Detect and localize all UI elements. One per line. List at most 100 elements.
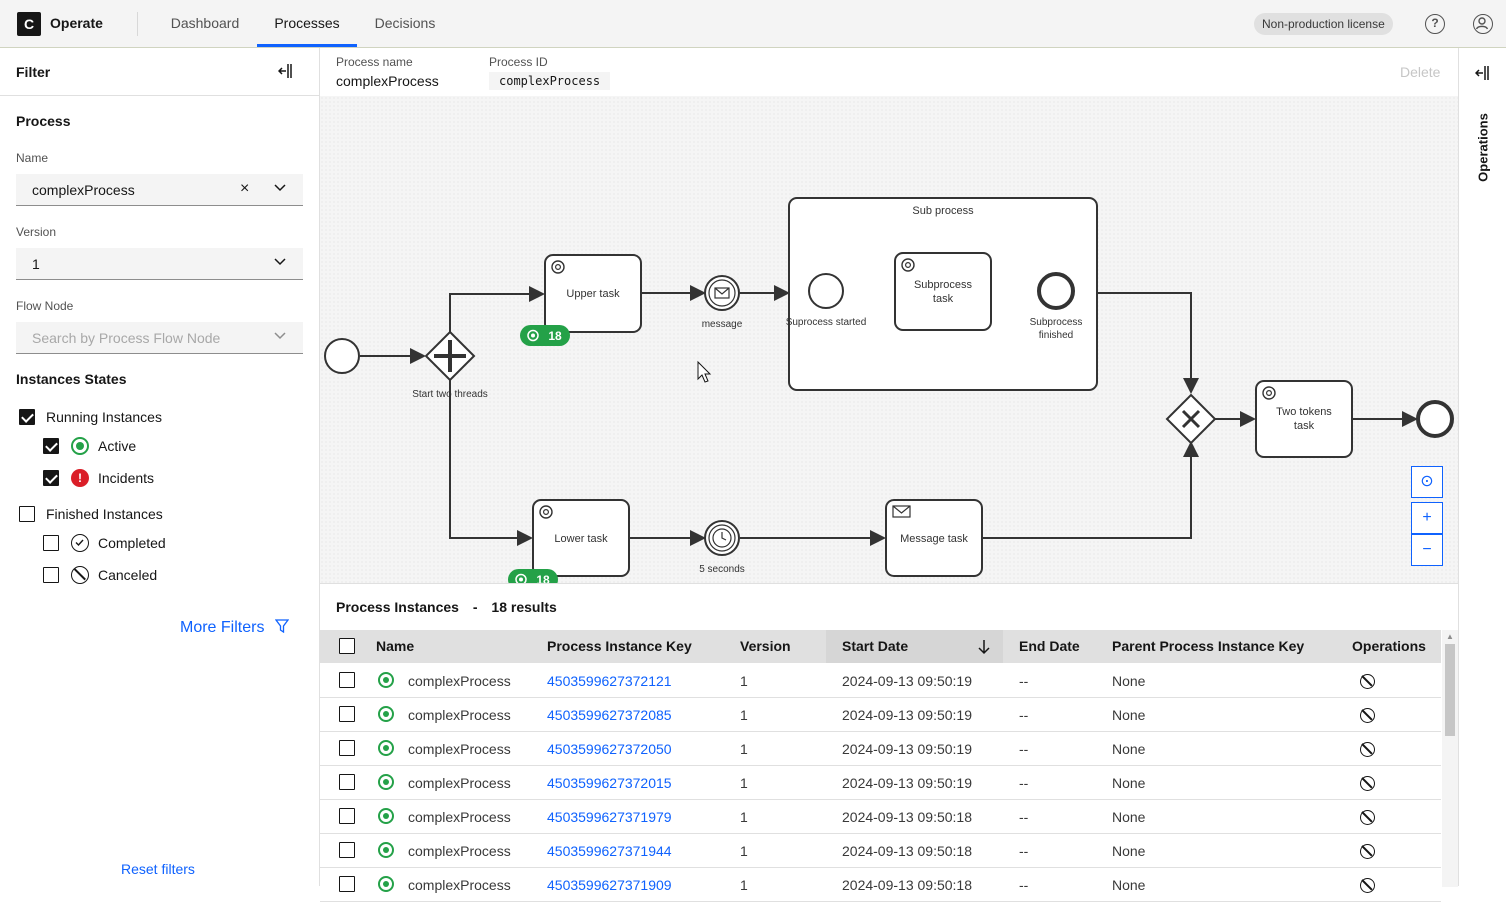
- filter-panel: Filter Process Name complexProcess × Ver…: [0, 48, 320, 886]
- running-instances-label[interactable]: Running Instances: [46, 409, 162, 425]
- nav-tab-processes[interactable]: Processes: [257, 0, 357, 47]
- row-parent-key: None: [1112, 673, 1146, 689]
- row-parent-key: None: [1112, 843, 1146, 859]
- row-checkbox[interactable]: [339, 740, 355, 756]
- start-event: [324, 338, 360, 374]
- help-icon[interactable]: ?: [1425, 14, 1445, 34]
- sequence-flow: [1097, 292, 1199, 394]
- row-checkbox[interactable]: [339, 876, 355, 892]
- clear-icon[interactable]: ×: [240, 180, 250, 197]
- reset-filters-button[interactable]: Reset filters: [121, 861, 195, 877]
- mouse-cursor-icon: [697, 360, 712, 383]
- col-header-operations: Operations: [1352, 638, 1426, 654]
- nav-tab-dashboard[interactable]: Dashboard: [170, 15, 240, 31]
- sequence-flow: [449, 380, 533, 546]
- row-instance-key-link[interactable]: 4503599627372015: [547, 775, 672, 791]
- nav-tab-decisions[interactable]: Decisions: [374, 15, 436, 31]
- cancel-instance-icon[interactable]: [1360, 742, 1375, 757]
- subprocess-end-label-1: Subprocess: [1030, 317, 1083, 328]
- scrollbar-thumb[interactable]: [1445, 644, 1455, 736]
- instance-states-title: Instances States: [16, 371, 127, 387]
- table-scrollbar[interactable]: ▲: [1442, 630, 1458, 887]
- version-select[interactable]: 1: [16, 248, 303, 280]
- subprocess-title: Sub process: [912, 205, 974, 217]
- filter-title: Filter: [16, 64, 51, 80]
- col-header-version[interactable]: Version: [740, 638, 791, 654]
- message-event: [704, 275, 740, 311]
- cancel-instance-icon[interactable]: [1360, 844, 1375, 859]
- active-state-icon: [71, 437, 89, 455]
- sort-descending-icon[interactable]: [977, 639, 991, 655]
- col-header-name[interactable]: Name: [376, 638, 415, 654]
- row-instance-key-link[interactable]: 4503599627372085: [547, 707, 672, 723]
- sequence-flow: [982, 441, 1199, 539]
- zoom-reset-button[interactable]: ⊙: [1411, 466, 1443, 498]
- active-label[interactable]: Active: [98, 438, 137, 454]
- zoom-in-button[interactable]: +: [1411, 502, 1443, 534]
- canceled-state-icon: [71, 566, 89, 584]
- row-checkbox[interactable]: [339, 672, 355, 688]
- filter-header: Filter: [0, 48, 319, 96]
- row-checkbox[interactable]: [339, 808, 355, 824]
- license-badge[interactable]: Non-production license: [1254, 13, 1393, 35]
- col-header-parent-key[interactable]: Parent Process Instance Key: [1112, 638, 1305, 654]
- collapse-panel-icon[interactable]: [277, 62, 298, 82]
- row-instance-key-link[interactable]: 4503599627371979: [547, 809, 672, 825]
- select-all-checkbox[interactable]: [339, 638, 355, 654]
- incident-state-icon: !: [71, 469, 89, 487]
- col-header-instance-key[interactable]: Process Instance Key: [547, 638, 692, 654]
- app-name[interactable]: Operate: [50, 15, 103, 31]
- row-checkbox[interactable]: [339, 842, 355, 858]
- user-icon[interactable]: [1473, 14, 1493, 34]
- row-parent-key: None: [1112, 707, 1146, 723]
- cancel-instance-icon[interactable]: [1360, 776, 1375, 791]
- more-filters-button[interactable]: More Filters: [180, 619, 290, 637]
- finished-instances-checkbox[interactable]: [19, 506, 35, 522]
- canceled-label[interactable]: Canceled: [98, 567, 158, 583]
- incidents-label[interactable]: Incidents: [98, 470, 155, 486]
- cancel-instance-icon[interactable]: [1360, 674, 1375, 689]
- row-parent-key: None: [1112, 741, 1146, 757]
- active-checkbox[interactable]: [43, 438, 59, 454]
- process-diagram-area[interactable]: Process name complexProcess Process ID c…: [320, 48, 1458, 583]
- completed-label[interactable]: Completed: [98, 535, 166, 551]
- cancel-instance-icon[interactable]: [1360, 708, 1375, 723]
- upper-task-active-badge: 18: [520, 325, 570, 346]
- operations-label[interactable]: Operations: [1475, 113, 1491, 182]
- incidents-checkbox[interactable]: [43, 470, 59, 486]
- cancel-instance-icon[interactable]: [1360, 810, 1375, 825]
- zoom-out-button[interactable]: −: [1411, 534, 1443, 566]
- chevron-down-icon[interactable]: [272, 253, 288, 269]
- row-checkbox[interactable]: [339, 774, 355, 790]
- completed-checkbox[interactable]: [43, 535, 59, 551]
- flow-node-select[interactable]: Search by Process Flow Node: [16, 322, 303, 354]
- row-instance-key-link[interactable]: 4503599627371944: [547, 843, 672, 859]
- camunda-logo-icon[interactable]: C: [17, 12, 41, 36]
- col-header-end-date[interactable]: End Date: [1019, 638, 1080, 654]
- process-name-select[interactable]: complexProcess ×: [16, 174, 303, 206]
- row-instance-key-link[interactable]: 4503599627372121: [547, 673, 672, 689]
- lower-task: Lower task: [532, 499, 630, 577]
- canceled-checkbox[interactable]: [43, 567, 59, 583]
- delete-button[interactable]: Delete: [1400, 64, 1441, 80]
- row-instance-key-link[interactable]: 4503599627371909: [547, 877, 672, 893]
- finished-instances-label[interactable]: Finished Instances: [46, 506, 163, 522]
- running-instances-checkbox[interactable]: [19, 409, 35, 425]
- operations-panel[interactable]: Operations: [1458, 48, 1506, 886]
- chevron-down-icon[interactable]: [272, 327, 288, 343]
- row-checkbox[interactable]: [339, 706, 355, 722]
- chevron-down-icon[interactable]: [272, 179, 288, 195]
- row-instance-key-link[interactable]: 4503599627372050: [547, 741, 672, 757]
- process-name-value: complexProcess: [32, 182, 135, 198]
- scroll-up-arrow-icon[interactable]: ▲: [1446, 632, 1454, 641]
- service-task-gear-icon: [1262, 386, 1276, 400]
- expand-panel-icon[interactable]: [1474, 64, 1493, 85]
- col-header-start-date[interactable]: Start Date: [842, 638, 909, 654]
